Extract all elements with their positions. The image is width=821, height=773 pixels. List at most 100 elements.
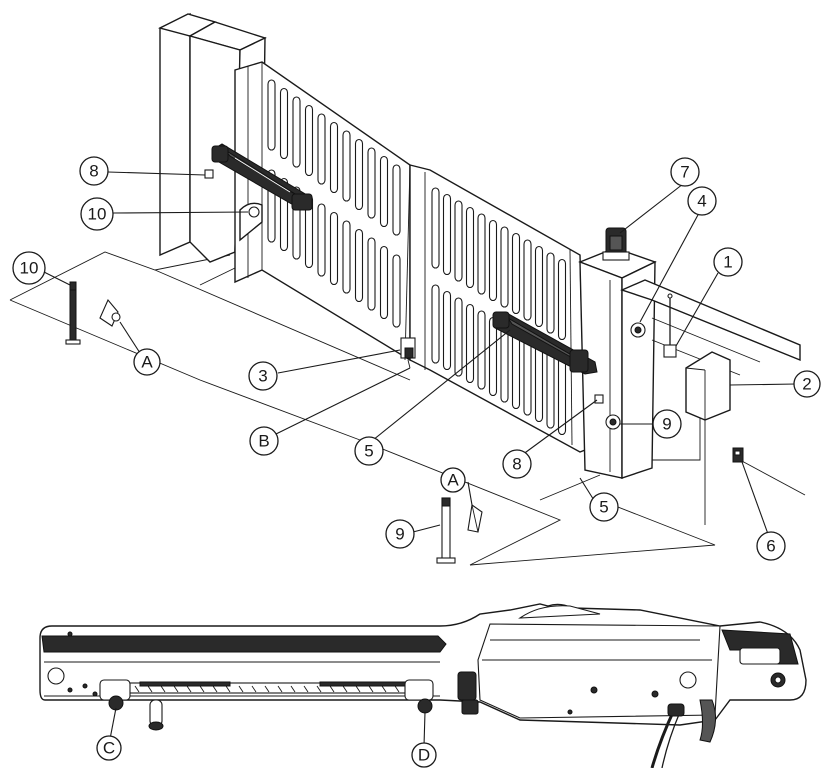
callout-8-right: 8	[502, 449, 532, 479]
screw-tick	[160, 685, 166, 693]
screw-tick	[368, 685, 374, 693]
callout-4: 4	[687, 186, 717, 216]
gate-slot	[317, 113, 326, 185]
screw-tick	[225, 685, 231, 693]
callout-7-label: 7	[680, 163, 689, 182]
gate-slot	[442, 193, 452, 276]
gate-slot	[292, 96, 301, 168]
screw-tick	[238, 685, 244, 693]
callout-B-label: B	[258, 432, 269, 451]
gate-slot	[454, 297, 463, 377]
gate-slot	[304, 104, 314, 177]
screw-tick	[316, 685, 322, 693]
gate-slot	[511, 232, 521, 315]
callout-1-label: 1	[723, 253, 732, 272]
screw-tick	[264, 685, 270, 693]
gate-slot	[342, 130, 351, 202]
leader-lines	[43, 171, 797, 747]
flashing-light	[602, 227, 630, 261]
callout-A-left: A	[133, 348, 161, 376]
callout-8-left: 8	[79, 156, 109, 186]
gate-slot	[317, 203, 326, 277]
gate-slot	[523, 336, 532, 416]
gate-slot	[534, 245, 544, 328]
callout-5-right-label: 5	[599, 498, 608, 517]
right-photocell-pillar	[605, 414, 621, 430]
callout-4-label: 4	[697, 192, 706, 211]
screw-tick	[251, 685, 257, 693]
callout-5-left: 5	[354, 436, 384, 466]
gate-slot	[442, 290, 452, 371]
gate-slot	[477, 213, 486, 295]
right-actuator	[492, 311, 604, 404]
gate-slot	[279, 87, 289, 160]
key-selector	[630, 322, 646, 338]
gate-slot	[477, 310, 486, 390]
callout-8-right-label: 8	[512, 455, 521, 474]
antenna	[663, 293, 677, 358]
gate-slot	[488, 316, 498, 397]
callout-9-column-label: 9	[395, 525, 404, 544]
gate-left-slots	[267, 79, 401, 328]
screw-tick	[199, 685, 205, 693]
left-pillar	[158, 12, 267, 263]
gate-slot	[488, 219, 498, 302]
callout-A-right: A	[440, 467, 466, 493]
callout-C-label: C	[103, 739, 115, 758]
screw-tick	[394, 685, 400, 693]
callout-9-column: 9	[385, 519, 415, 549]
gate-slot	[267, 79, 276, 151]
callout-5-right: 5	[589, 492, 619, 522]
callout-C: C	[96, 735, 122, 761]
gate-slot	[379, 155, 389, 228]
gate-slot	[354, 228, 364, 303]
right-pillar	[578, 247, 801, 479]
callout-10-column: 10	[12, 251, 46, 285]
screw-tick	[147, 685, 153, 693]
gate-slot	[329, 211, 339, 286]
callout-D-label: D	[418, 746, 430, 765]
screw-tick	[381, 685, 387, 693]
gate-slot	[431, 284, 440, 364]
right-photocell-column	[436, 497, 456, 564]
gate-slot	[557, 355, 567, 436]
gate-right-leaf	[409, 164, 586, 453]
gate-slot	[465, 303, 475, 384]
callout-B: B	[249, 426, 279, 456]
callout-9-pillar-label: 9	[662, 415, 671, 434]
gate-slot	[465, 206, 475, 289]
gate-slot	[454, 200, 463, 282]
callout-8-left-label: 8	[89, 162, 98, 181]
gate-slot	[431, 187, 440, 269]
power-switch	[732, 447, 744, 463]
callout-A-right-label: A	[447, 471, 459, 490]
gate-slot	[546, 252, 555, 334]
gate-slot	[557, 258, 567, 341]
gate-slot	[367, 147, 376, 219]
screw-tick	[303, 685, 309, 693]
gate-slot	[534, 342, 544, 423]
right-bracket	[467, 504, 483, 533]
screw-tick	[329, 685, 335, 693]
screw-tick	[186, 685, 192, 693]
gate-slot	[546, 349, 555, 429]
screw-tick	[212, 685, 218, 693]
callout-9-pillar: 9	[652, 409, 682, 439]
electric-lock	[400, 337, 416, 369]
callout-3: 3	[248, 361, 278, 391]
screw-tick	[290, 685, 296, 693]
gate-slot	[367, 237, 376, 311]
callout-2-label: 2	[802, 375, 811, 394]
callout-7: 7	[670, 157, 700, 187]
callout-1: 1	[713, 247, 743, 277]
callout-A-left-label: A	[141, 353, 153, 372]
callout-3-label: 3	[258, 367, 267, 386]
control-unit	[685, 351, 731, 421]
callout-10-wall: 10	[80, 197, 114, 231]
callout-6: 6	[756, 531, 786, 561]
callout-10-column-label: 10	[20, 259, 39, 278]
screw-tick	[173, 685, 179, 693]
callout-10-wall-label: 10	[88, 205, 107, 224]
